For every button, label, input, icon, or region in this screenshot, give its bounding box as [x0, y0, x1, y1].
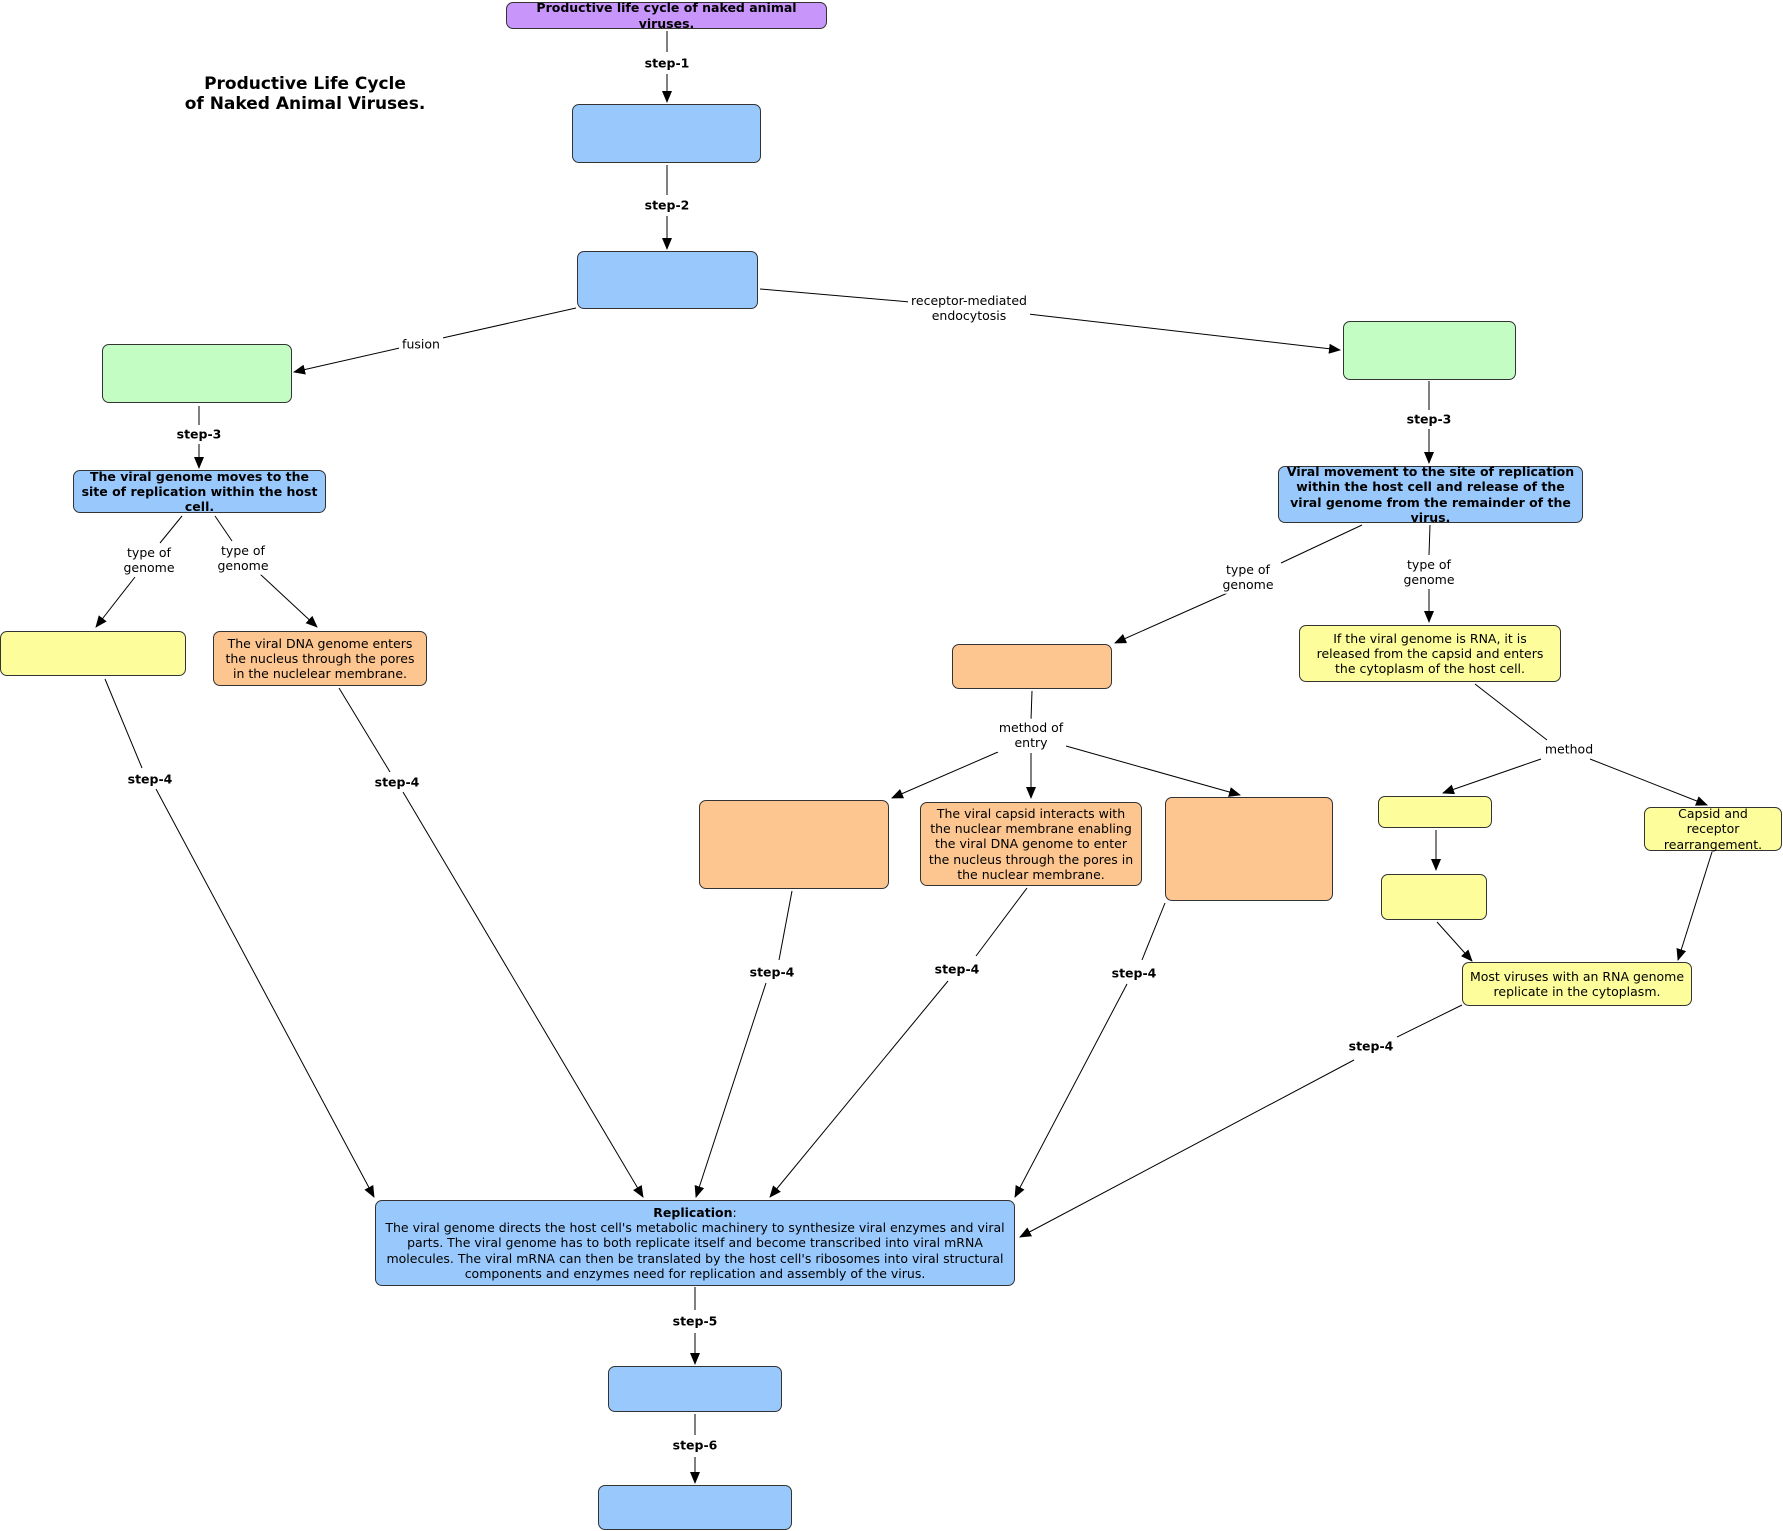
fusion-target-node[interactable]: [102, 344, 292, 403]
connector-step4c-a: [778, 890, 793, 961]
link-label-step4-b: step-4: [371, 773, 423, 791]
connector-fusion-b: [293, 346, 405, 375]
connector-step4f-b: [1019, 1059, 1355, 1238]
link-label-method: method: [1541, 740, 1597, 758]
connector-receptor-a: [759, 288, 911, 303]
viral-movement-text: Viral movement to the site of replicatio…: [1286, 464, 1575, 525]
connector-method-c: [1589, 758, 1708, 806]
connector-a2-rna: [1436, 921, 1473, 962]
root-node-text: Productive life cycle of naked animal vi…: [536, 0, 797, 31]
dna-enters-node[interactable]: The viral DNA genome enters the nucleus …: [213, 631, 427, 686]
connector-type3-b: [1114, 590, 1233, 644]
replication-head-text: Replication: [653, 1204, 733, 1220]
link-label-method-of-entry: method of entry: [995, 718, 1067, 752]
connector-type2-b: [259, 573, 318, 628]
link-label-step1: step-1: [641, 54, 693, 72]
connector-entry-a: [1030, 690, 1033, 721]
left-genome-node[interactable]: [0, 631, 186, 676]
step1-node[interactable]: [572, 104, 761, 163]
connector-step4b-b: [402, 791, 644, 1198]
link-label-step4-d: step-4: [931, 960, 983, 978]
entry-a-node[interactable]: [699, 800, 889, 889]
capsid-interacts-text: The viral capsid interacts with the nucl…: [928, 805, 1134, 882]
replication-heading: Replication:: [653, 1204, 737, 1220]
connector-type1-a: [159, 515, 183, 544]
link-label-step2: step-2: [641, 196, 693, 214]
connector-step4f-a: [1396, 1004, 1463, 1038]
endocytosis-target-node[interactable]: [1343, 321, 1516, 380]
capsid-interacts-node[interactable]: The viral capsid interacts with the nucl…: [920, 802, 1142, 886]
entry-c-node[interactable]: [1165, 797, 1333, 901]
link-label-step4-c: step-4: [746, 963, 798, 981]
link-label-step4-f: step-4: [1345, 1037, 1397, 1055]
connector-type3-a: [1280, 524, 1363, 564]
link-label-step4-e: step-4: [1108, 964, 1160, 982]
connector-entry-d: [1065, 745, 1241, 797]
connector-fusion-a: [437, 307, 577, 340]
link-label-type-genome-3: type of genome: [1219, 560, 1277, 594]
link-label-type-genome-2: type of genome: [214, 541, 272, 575]
link-label-type-genome-1: type of genome: [120, 543, 178, 577]
connector-step4a-b: [155, 788, 375, 1198]
dna-enters-text: The viral DNA genome enters the nucleus …: [225, 635, 415, 682]
connector-type2-a: [214, 515, 233, 542]
connector-entry-b: [891, 751, 999, 799]
rna-cytoplasm-node[interactable]: Most viruses with an RNA genome replicat…: [1462, 962, 1692, 1006]
connector-receptor-b: [1027, 313, 1341, 354]
connector-step4c-b: [694, 982, 767, 1198]
link-label-step4-a: step-4: [124, 770, 176, 788]
method-a2-node[interactable]: [1381, 874, 1487, 920]
connector-step4e-b: [1014, 983, 1128, 1198]
capsid-receptor-node[interactable]: Capsid and receptor rearrangement.: [1644, 806, 1782, 852]
rna-cytoplasm-text: Most viruses with an RNA genome replicat…: [1469, 968, 1685, 999]
step5-node[interactable]: [608, 1366, 782, 1412]
replication-body: The viral genome directs the host cell's…: [385, 1220, 1005, 1281]
diagram-title: Productive Life Cycle of Naked Animal Vi…: [184, 74, 426, 115]
connector-method-a: [1474, 683, 1548, 741]
root-node[interactable]: Productive life cycle of naked animal vi…: [506, 0, 827, 31]
viral-movement-node[interactable]: Viral movement to the site of replicatio…: [1278, 464, 1583, 525]
connector-step4d-a: [975, 887, 1028, 957]
link-label-type-genome-4: type of genome: [1400, 555, 1458, 589]
link-label-step3-right: step-3: [1403, 410, 1455, 428]
connector-step4e-a: [1141, 902, 1166, 961]
step2-node[interactable]: [577, 251, 758, 309]
connector-step4d-b: [769, 980, 949, 1198]
genome-moves-text: The viral genome moves to the site of re…: [81, 468, 318, 515]
rna-released-text: If the viral genome is RNA, it is releas…: [1316, 630, 1544, 677]
rna-released-node[interactable]: If the viral genome is RNA, it is releas…: [1299, 625, 1561, 682]
step6-node[interactable]: [598, 1485, 792, 1530]
link-label-step3-left: step-3: [173, 425, 225, 443]
capsid-receptor-text: Capsid and receptor rearrangement.: [1663, 806, 1763, 852]
connector-type1-b: [95, 576, 136, 628]
genome-moves-node[interactable]: The viral genome moves to the site of re…: [73, 468, 326, 515]
link-label-fusion: fusion: [399, 335, 443, 353]
connector-capsid-rna: [1676, 851, 1713, 961]
connector-method-b: [1442, 758, 1542, 795]
link-label-step6: step-6: [669, 1436, 721, 1454]
connector-step4b-a: [338, 687, 391, 773]
method-a-node[interactable]: [1378, 796, 1492, 828]
link-label-receptor: receptor-mediated endocytosis: [908, 291, 1030, 325]
link-label-step5: step-5: [669, 1312, 721, 1330]
connector-step4a-a: [104, 678, 143, 769]
replication-node[interactable]: Replication: The viral genome directs th…: [375, 1200, 1015, 1286]
connector-type4-a: [1428, 524, 1431, 556]
orange-mid-node[interactable]: [952, 644, 1112, 689]
